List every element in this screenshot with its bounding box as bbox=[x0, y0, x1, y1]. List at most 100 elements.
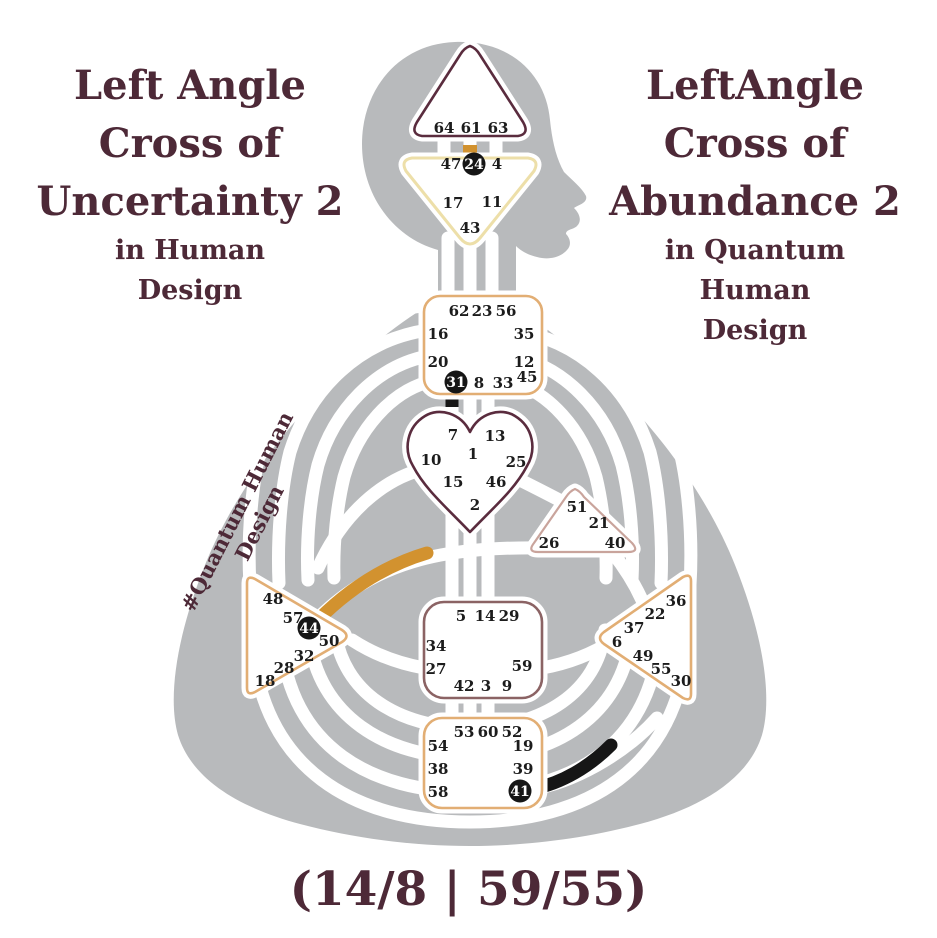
gate-30-label: 30 bbox=[671, 672, 692, 690]
gate-39-label: 39 bbox=[513, 760, 534, 778]
gate-11-label: 11 bbox=[482, 193, 503, 211]
spleen-center-shape bbox=[245, 576, 348, 695]
gate-29-label: 29 bbox=[499, 607, 520, 625]
gate-46-label: 46 bbox=[486, 473, 507, 491]
gate-45-label: 45 bbox=[517, 368, 538, 386]
right-title-line: LeftAngle bbox=[646, 62, 864, 109]
gate-32-label: 32 bbox=[294, 647, 315, 665]
gate-40-label: 40 bbox=[605, 534, 626, 552]
ego-center-shape bbox=[530, 487, 637, 554]
gate-42-label: 42 bbox=[454, 677, 475, 695]
gate-14-label: 14 bbox=[475, 607, 496, 625]
gate-44-gold-segment bbox=[311, 546, 434, 627]
left-title-subline: in Human bbox=[114, 235, 266, 266]
gate-52-label: 52 bbox=[502, 723, 523, 741]
gate-27-label: 27 bbox=[426, 660, 447, 678]
gate-64-label: 64 bbox=[434, 119, 455, 137]
right-title-line: Abundance 2 bbox=[609, 178, 901, 225]
cross-gates-footer: (14/8 | 59/55) bbox=[289, 862, 648, 917]
gate-5-label: 5 bbox=[456, 607, 466, 625]
gate-6-label: 6 bbox=[612, 633, 622, 651]
root-center: 53 60 52 54 19 38 39 58 41 bbox=[418, 712, 548, 814]
right-title-block: LeftAngle Cross of Abundance 2 in Quantu… bbox=[580, 57, 930, 351]
gate-18-label: 18 bbox=[255, 672, 276, 690]
gate-44-label: 44 bbox=[299, 621, 319, 637]
gate-47-label: 47 bbox=[441, 155, 462, 173]
gate-33-label: 33 bbox=[493, 374, 514, 392]
gate-61-gold-segment bbox=[463, 145, 477, 155]
left-title-line: Left Angle bbox=[74, 62, 306, 109]
gate-41-highlight-dot bbox=[508, 779, 532, 803]
gate-26-label: 26 bbox=[539, 534, 560, 552]
gate-44-highlight-dot bbox=[297, 616, 321, 640]
gate-58-label: 58 bbox=[428, 783, 449, 801]
gate-16-label: 16 bbox=[428, 325, 449, 343]
gate-15-label: 15 bbox=[443, 473, 464, 491]
gate-7-label: 7 bbox=[448, 426, 458, 444]
ajna-center-shape bbox=[402, 156, 538, 246]
gate-2-label: 2 bbox=[470, 496, 480, 514]
gate-28-label: 28 bbox=[274, 659, 295, 677]
g-center: 7 13 1 10 25 15 46 2 bbox=[402, 406, 538, 538]
gate-56-label: 56 bbox=[496, 302, 517, 320]
gate-20-label: 20 bbox=[428, 353, 449, 371]
gate-43-label: 43 bbox=[460, 219, 481, 237]
gate-25-label: 25 bbox=[506, 453, 527, 471]
gate-38-label: 38 bbox=[428, 760, 449, 778]
gate-19-label: 19 bbox=[513, 737, 534, 755]
gate-59-label: 59 bbox=[512, 657, 533, 675]
gate-9-label: 9 bbox=[502, 677, 512, 695]
gate-37-label: 37 bbox=[624, 619, 645, 637]
sacral-center-shape bbox=[422, 600, 544, 700]
gate-35-label: 35 bbox=[514, 325, 535, 343]
gate-24-label: 24 bbox=[464, 157, 484, 173]
gate-8-label: 8 bbox=[474, 374, 484, 392]
gate-51-label: 51 bbox=[567, 498, 588, 516]
ajna-center: 47 24 4 17 11 43 bbox=[398, 152, 542, 250]
gate-17-label: 17 bbox=[443, 194, 464, 212]
gate-3-label: 3 bbox=[481, 677, 491, 695]
gate-31-label: 31 bbox=[446, 375, 465, 391]
gate-63-label: 63 bbox=[488, 119, 509, 137]
right-title-subline: Design bbox=[702, 315, 808, 346]
gate-57-label: 57 bbox=[283, 609, 304, 627]
right-title-line: Cross of bbox=[663, 120, 847, 167]
gate-31-highlight-dot bbox=[444, 370, 468, 394]
gate-23-label: 23 bbox=[472, 302, 493, 320]
left-title-line: Cross of bbox=[98, 120, 282, 167]
ego-center: 51 21 26 40 bbox=[525, 483, 641, 558]
gate-1-label: 1 bbox=[468, 445, 478, 463]
gate-54-label: 54 bbox=[428, 737, 449, 755]
sacral-center: 5 14 29 34 27 59 42 3 9 bbox=[418, 596, 548, 704]
gate-49-label: 49 bbox=[633, 647, 654, 665]
spleen-center: 48 57 44 50 32 28 18 bbox=[241, 572, 352, 699]
gate-55-label: 55 bbox=[651, 660, 672, 678]
solar-plexus-center: 36 22 37 6 49 55 30 bbox=[594, 570, 697, 705]
head-center-shape bbox=[413, 44, 527, 138]
solar-plexus-center-shape bbox=[598, 574, 693, 701]
g-center-shape bbox=[406, 410, 534, 534]
gate-53-label: 53 bbox=[454, 723, 475, 741]
gate-41-label: 41 bbox=[510, 784, 529, 800]
gate-36-label: 36 bbox=[666, 592, 687, 610]
throat-center: 62 23 56 16 35 20 12 31 8 33 45 bbox=[418, 290, 548, 400]
gate-34-label: 34 bbox=[426, 637, 447, 655]
gate-12-label: 12 bbox=[514, 353, 535, 371]
head-center: 64 61 63 bbox=[408, 40, 532, 142]
gate-62-label: 62 bbox=[449, 302, 470, 320]
gate-50-label: 50 bbox=[319, 632, 340, 650]
centers: 64 61 63 47 24 4 17 11 43 62 23 56 16 35… bbox=[241, 40, 697, 814]
gate-60-label: 60 bbox=[478, 723, 499, 741]
gate-24-highlight-dot bbox=[462, 152, 486, 176]
gate-48-label: 48 bbox=[263, 590, 284, 608]
throat-center-shape bbox=[422, 294, 544, 396]
left-title-line: Uncertainty 2 bbox=[36, 178, 344, 225]
gate-22-label: 22 bbox=[645, 605, 666, 623]
gate-10-label: 10 bbox=[421, 451, 442, 469]
gate-21-label: 21 bbox=[589, 514, 610, 532]
left-title-block: Left Angle Cross of Uncertainty 2 in Hum… bbox=[10, 57, 370, 311]
gate-4-label: 4 bbox=[492, 155, 502, 173]
gate-61-label: 61 bbox=[461, 119, 482, 137]
right-title-subline: in Quantum bbox=[664, 235, 846, 266]
